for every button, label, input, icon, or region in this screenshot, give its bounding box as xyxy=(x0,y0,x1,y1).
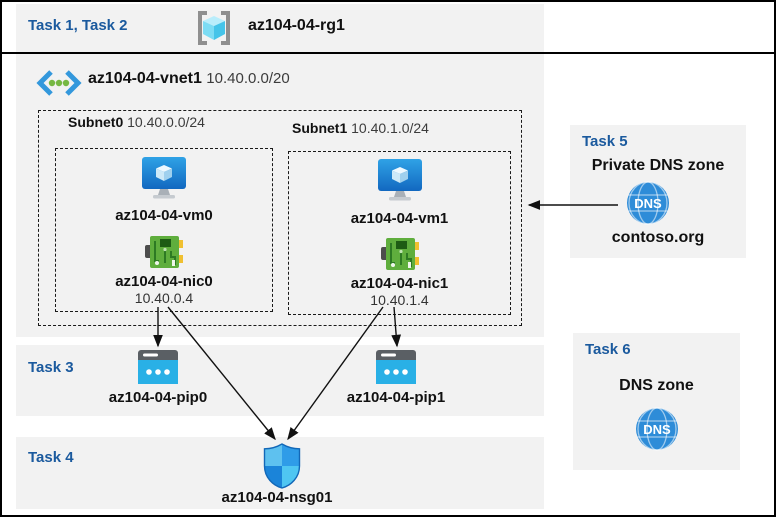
nic0-icon xyxy=(145,235,183,269)
task6-box: Task 6 DNS zone DNS xyxy=(573,333,740,470)
vnet-container: az104-04-vnet1 10.40.0.0/20 Subnet0 10.4… xyxy=(16,54,544,337)
task4-label: Task 4 xyxy=(28,449,74,466)
subnet0-box: az104-04-vm0 az104-04-nic0 10.40.0.4 xyxy=(55,148,273,312)
vm1-label: az104-04-vm1 xyxy=(350,210,449,227)
task1-2-label: Task 1, Task 2 xyxy=(28,17,128,34)
nic1-ip: 10.40.1.4 xyxy=(370,292,429,308)
subnet1-label: Subnet1 10.40.1.0/24 xyxy=(292,120,429,136)
subnet0-name: Subnet0 xyxy=(68,114,124,130)
nic0-label: az104-04-nic0 xyxy=(115,273,213,290)
dns-zone-icon: DNS xyxy=(635,407,679,451)
banner-task1-task2: Task 1, Task 2 az104-04-rg1 xyxy=(16,4,544,52)
nsg-label: az104-04-nsg01 xyxy=(221,489,333,506)
private-dns-icon: DNS xyxy=(626,181,670,225)
virtual-network-icon xyxy=(36,69,82,97)
task4-row: Task 4 az104-04-nsg01 xyxy=(16,437,544,509)
task6-label: Task 6 xyxy=(585,341,631,358)
subnet0-label: Subnet0 10.40.0.0/24 xyxy=(68,114,205,130)
private-dns-icon-text: DNS xyxy=(634,196,662,211)
vnet-cidr: 10.40.0.0/20 xyxy=(206,70,290,87)
subnet0-cidr: 10.40.0.0/24 xyxy=(127,114,205,130)
vm1-icon xyxy=(377,159,423,203)
subnets-boundary-box xyxy=(38,110,522,326)
pip1-label: az104-04-pip1 xyxy=(346,389,446,406)
pip0-label: az104-04-pip0 xyxy=(108,389,208,406)
pip0-icon xyxy=(138,350,178,384)
task3-label: Task 3 xyxy=(28,359,74,376)
subnet1-cidr: 10.40.1.0/24 xyxy=(351,120,429,136)
subnet1-name: Subnet1 xyxy=(292,120,348,136)
pip1-icon xyxy=(376,350,416,384)
task3-row: Task 3 az104-04-pip0 xyxy=(16,345,544,416)
nic1-icon xyxy=(381,237,419,271)
task5-box: Task 5 Private DNS zone DNS contoso.org xyxy=(570,125,746,258)
vm0-icon xyxy=(141,157,187,201)
vnet-title: az104-04-vnet1 10.40.0.0/20 xyxy=(88,70,290,88)
vnet-name: az104-04-vnet1 xyxy=(88,70,202,87)
private-dns-zone-name: contoso.org xyxy=(611,229,705,246)
resource-group-name: az104-04-rg1 xyxy=(248,17,345,34)
nic1-label: az104-04-nic1 xyxy=(350,275,449,292)
nsg-shield-icon xyxy=(263,443,301,489)
subnet1-box: az104-04-vm1 az104-04-nic1 10.40.1.4 xyxy=(288,151,511,315)
dns-zone-title: DNS zone xyxy=(619,377,694,394)
private-dns-zone-title: Private DNS zone xyxy=(591,157,725,174)
nic0-ip: 10.40.0.4 xyxy=(134,290,194,306)
vm0-label: az104-04-vm0 xyxy=(115,207,213,224)
resource-group-icon xyxy=(194,8,234,48)
dns-zone-icon-text: DNS xyxy=(643,422,671,437)
task5-label: Task 5 xyxy=(582,133,628,150)
banner-divider-line xyxy=(2,52,774,54)
